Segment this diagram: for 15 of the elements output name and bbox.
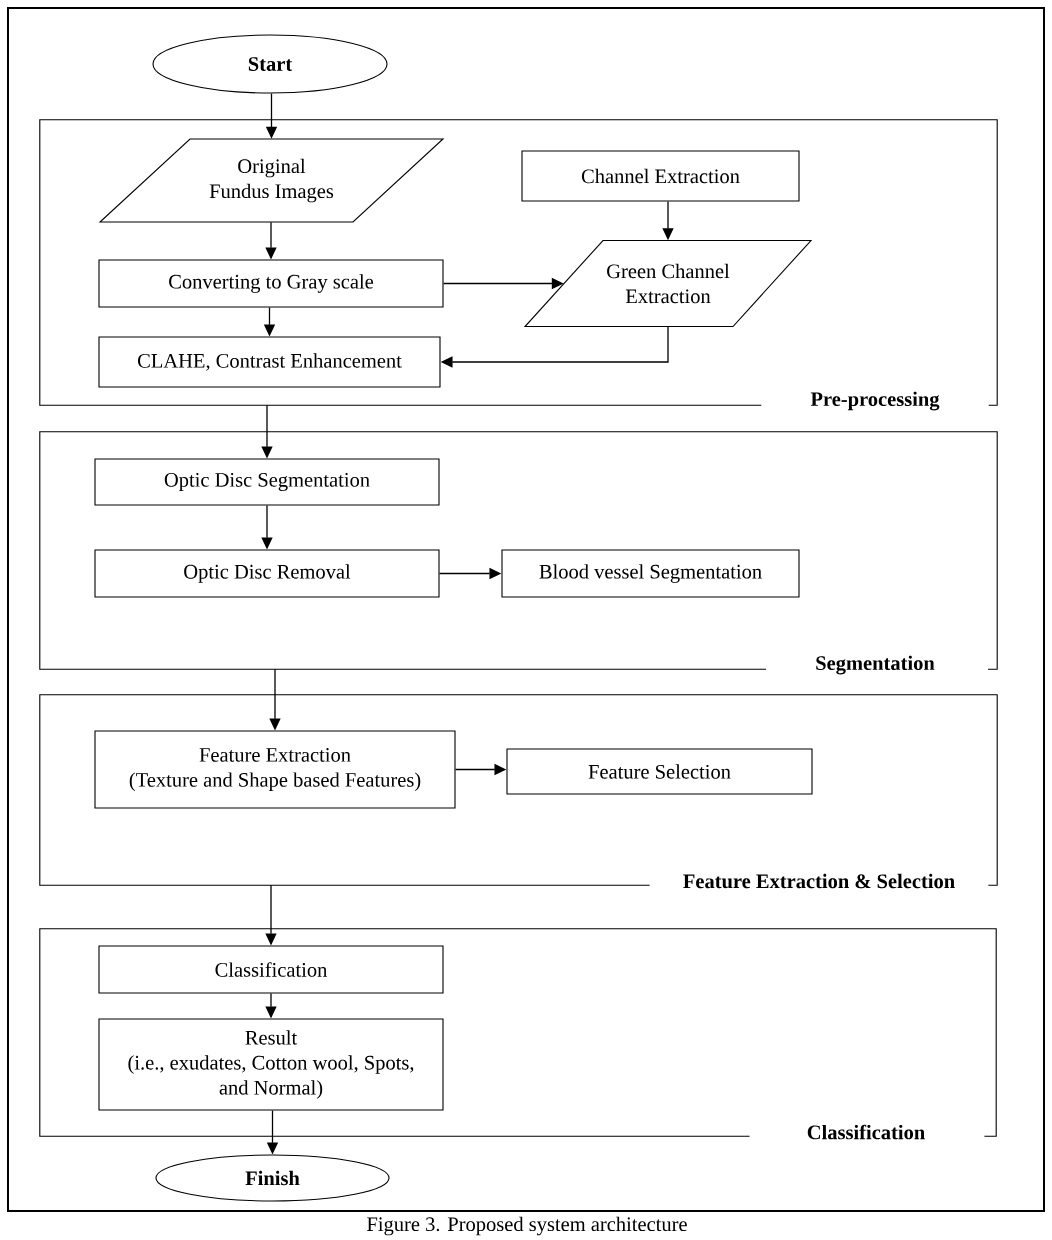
figure-caption: Figure 3. Proposed system architecture xyxy=(367,1216,687,1236)
section-heading: Pre-processing xyxy=(810,391,940,411)
section-heading: Feature Extraction & Selection xyxy=(683,873,955,889)
section-heading: Classification xyxy=(807,1124,925,1140)
process-box: CLAHE, Contrast Enhancement xyxy=(98,336,441,388)
process-box: Optic Disc Removal xyxy=(94,549,440,598)
process-box: Classification xyxy=(98,945,444,994)
process-box: Converting to Gray scale xyxy=(98,259,444,308)
process-box: Channel Extraction xyxy=(521,150,800,202)
process-box: Result (i.e., exudates, Cotton wool, Spots, and Normal) xyxy=(98,1018,444,1111)
process-box: Optic Disc Segmentation xyxy=(94,458,440,506)
process-box: Feature Selection xyxy=(506,748,813,795)
section-heading: Segmentation xyxy=(816,655,935,675)
process-box: Blood vessel Segmentation xyxy=(501,549,800,598)
process-box: Feature Extraction (Texture and Shape based Features) xyxy=(94,730,456,809)
